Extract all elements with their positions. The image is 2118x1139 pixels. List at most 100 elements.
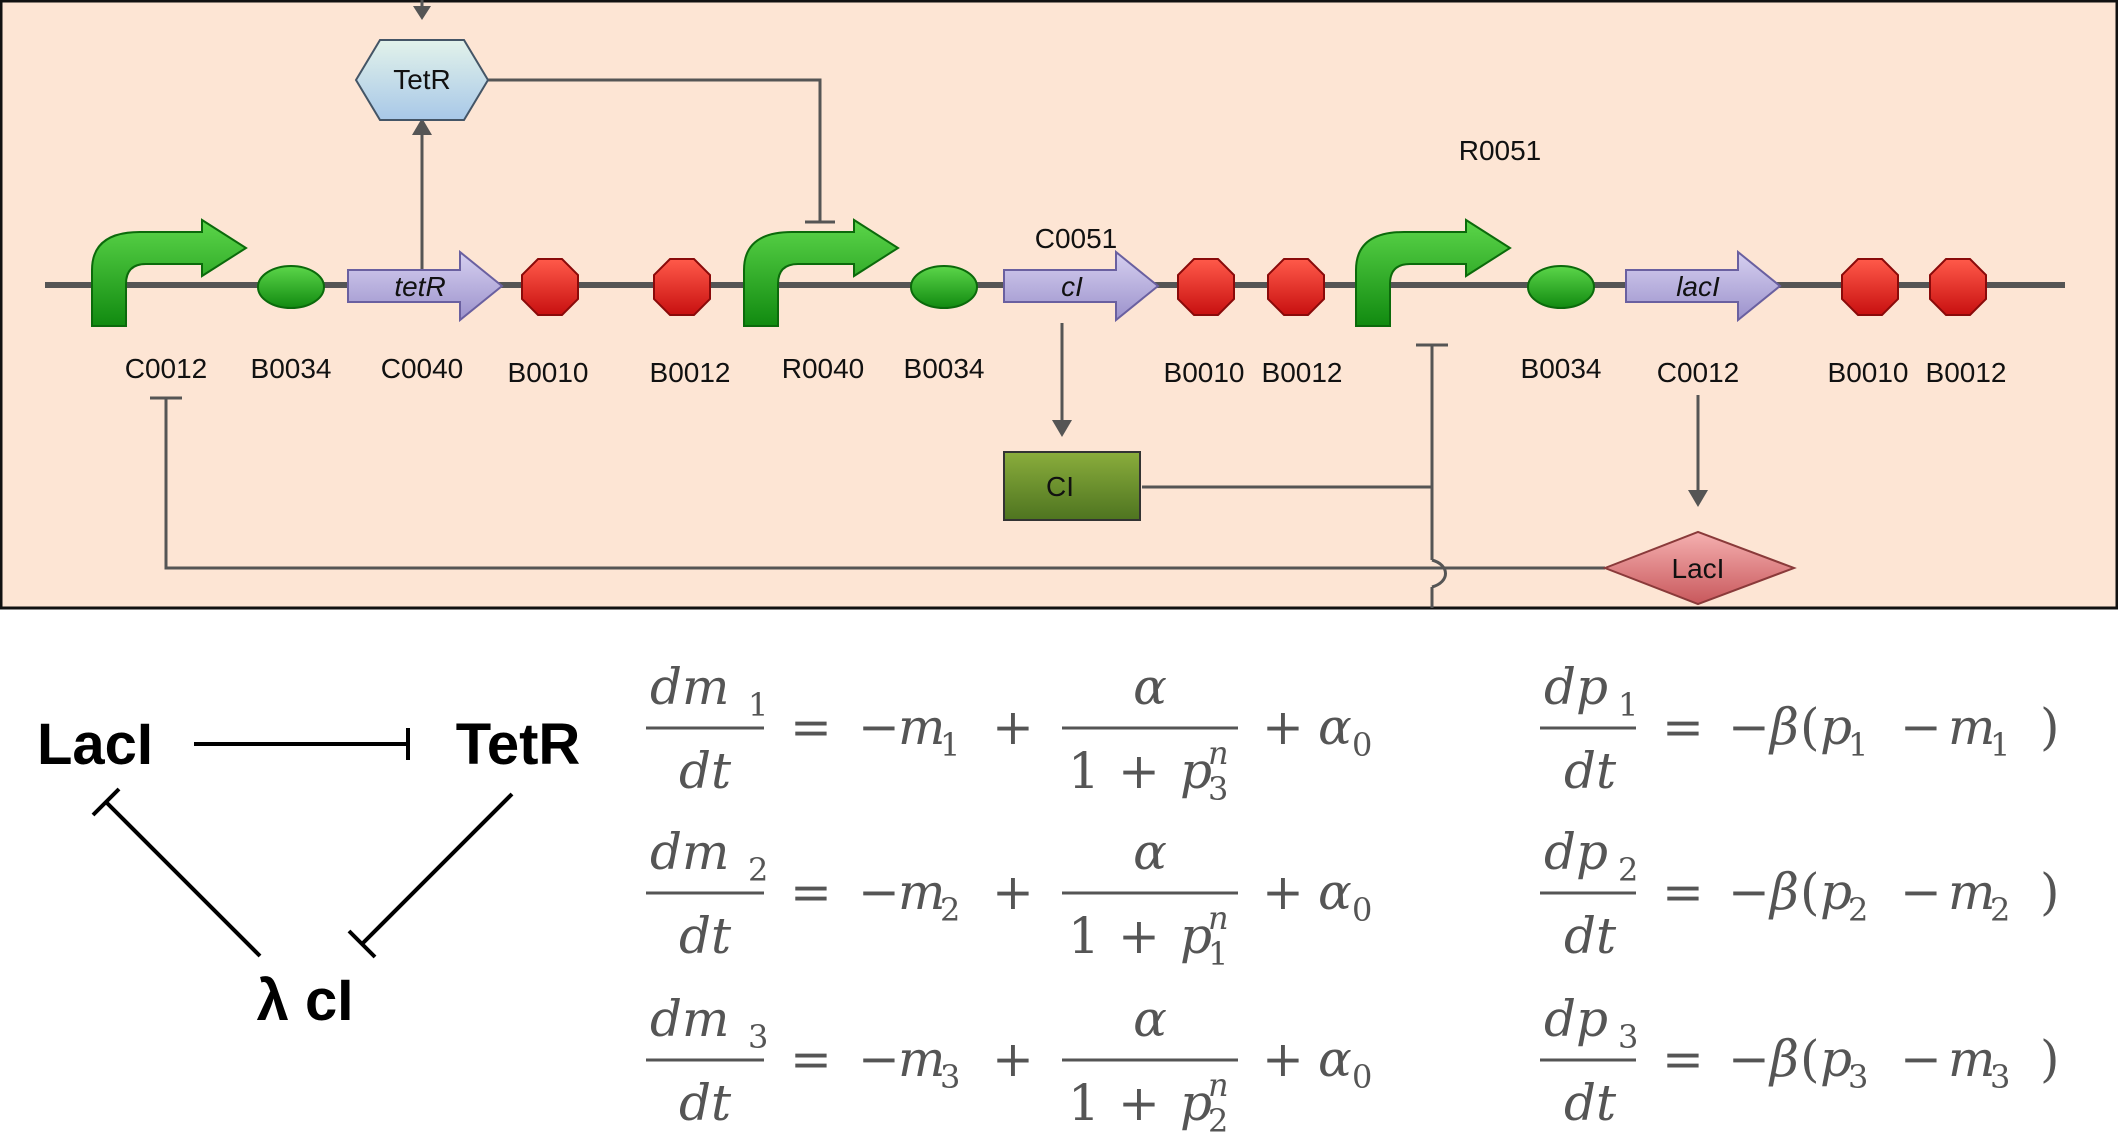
eq-denominator: dt: [679, 742, 732, 800]
eq-var-m: m: [1948, 698, 1995, 756]
eq-subscript: 0: [1352, 1058, 1372, 1096]
eq-subscript: 2: [940, 891, 960, 929]
protein-label-laci: LacI: [1672, 553, 1725, 584]
expression-arrowheads: [412, 118, 1708, 507]
part-label: B0034: [1521, 353, 1602, 384]
node-tetr: TetR: [456, 712, 581, 777]
edge-ci-laci: [104, 800, 262, 958]
part-label: B0034: [251, 353, 332, 384]
eq-numerator: dm: [650, 990, 729, 1048]
eq-subscript: 1: [748, 686, 768, 724]
node-ci: λ cI: [257, 968, 354, 1033]
part-label: B0012: [1926, 357, 2007, 388]
part-label: B0034: [904, 353, 985, 384]
eq-subscript: 3: [1208, 770, 1228, 808]
part-label: R0040: [782, 353, 865, 384]
eq-plus: +: [992, 1030, 1034, 1088]
eq-plus: +: [1118, 1074, 1160, 1132]
eq-subscript: 3: [1990, 1058, 2010, 1096]
eq-one: 1: [1068, 907, 1100, 965]
eq-plus: +: [1262, 1030, 1304, 1088]
eq-superscript-n: n: [1208, 1066, 1229, 1104]
eq-equals: =: [1662, 863, 1704, 921]
eq-equals: =: [790, 698, 832, 756]
eq-beta: β: [1768, 863, 1799, 921]
eq-var-m: m: [898, 863, 945, 921]
tetr-repression-line: [488, 78, 822, 222]
eq-alpha: α: [1133, 990, 1167, 1048]
eq-minus: −: [1900, 698, 1942, 756]
eq-equals: =: [1662, 1030, 1704, 1088]
eq-alpha: α: [1133, 823, 1167, 881]
eq-var-m: m: [898, 698, 945, 756]
eq-subscript: 0: [1352, 726, 1372, 764]
regulation-lines: [150, 78, 1700, 608]
eq-var-p: p: [1820, 863, 1852, 921]
terminator-b0012-1: [653, 258, 711, 316]
eq-paren: (: [1800, 698, 1820, 756]
eq-subscript: 2: [1208, 1102, 1228, 1139]
eq-subscript: 3: [748, 1018, 768, 1056]
edge-tetr-ci: [360, 792, 514, 946]
protein-ci: CI: [1003, 451, 1141, 521]
eq-equals: =: [1662, 698, 1704, 756]
promoter-r0051: [1355, 218, 1512, 327]
eq-alpha0: α: [1318, 1030, 1352, 1088]
part-label: B0012: [1262, 357, 1343, 388]
eq-subscript: 1: [1618, 686, 1638, 724]
eq-plus: +: [1118, 907, 1160, 965]
part-label: B0012: [650, 357, 731, 388]
eq-var-m: m: [898, 1030, 945, 1088]
terminator-b0010-2: [1177, 258, 1235, 316]
eq-plus: +: [1262, 863, 1304, 921]
eq-plus: +: [1262, 698, 1304, 756]
part-label: C0012: [125, 353, 208, 384]
eq-one: 1: [1068, 1074, 1100, 1132]
gene-label-tetr: tetR: [394, 271, 445, 302]
eq-subscript: 2: [748, 851, 768, 889]
eq-subscript: 0: [1352, 891, 1372, 929]
label-r0051: R0051: [1459, 135, 1542, 166]
eq-denominator: dt: [1564, 907, 1617, 965]
eq-minus: −: [858, 863, 900, 921]
eq-paren: ): [2040, 698, 2060, 756]
eq-alpha0: α: [1318, 698, 1352, 756]
terminator-b0010-1: [521, 258, 579, 316]
terminator-b0012-3: [1929, 258, 1987, 316]
eq-minus: −: [1728, 863, 1770, 921]
cds-ci: cI: [1003, 249, 1160, 323]
rbs-b0034-1: [257, 265, 325, 309]
terminators: [521, 258, 1987, 316]
cds-laci: lacI: [1625, 249, 1782, 323]
eq-paren: (: [1800, 863, 1820, 921]
eq-denominator: dt: [1564, 1074, 1617, 1132]
eq-paren: ): [2040, 863, 2060, 921]
part-label: B0010: [1164, 357, 1245, 388]
node-laci: LacI: [37, 712, 153, 777]
eq-numerator: dp: [1544, 823, 1608, 881]
repressilator-network: LacI TetR λ cI: [37, 712, 580, 1033]
eq-minus: −: [858, 698, 900, 756]
eq-subscript: 3: [1618, 1018, 1638, 1056]
eq-one: 1: [1068, 742, 1100, 800]
rbs-b0034-3: [1527, 265, 1595, 309]
rbs-b0034-2: [910, 265, 978, 309]
eq-denominator: dt: [1564, 742, 1617, 800]
eq-subscript: 2: [1618, 851, 1638, 889]
part-labels: C0012 B0034 C0040 B0010 B0012 R0040 B003…: [125, 353, 2007, 388]
eq-paren: (: [1800, 1030, 1820, 1088]
eq-var-p: p: [1180, 742, 1212, 800]
part-label: B0010: [508, 357, 589, 388]
eq-subscript: 2: [1848, 891, 1868, 929]
eq-minus: −: [1900, 863, 1942, 921]
eq-var-p: p: [1180, 907, 1212, 965]
part-label: B0010: [1828, 357, 1909, 388]
eq-numerator: dm: [650, 823, 729, 881]
